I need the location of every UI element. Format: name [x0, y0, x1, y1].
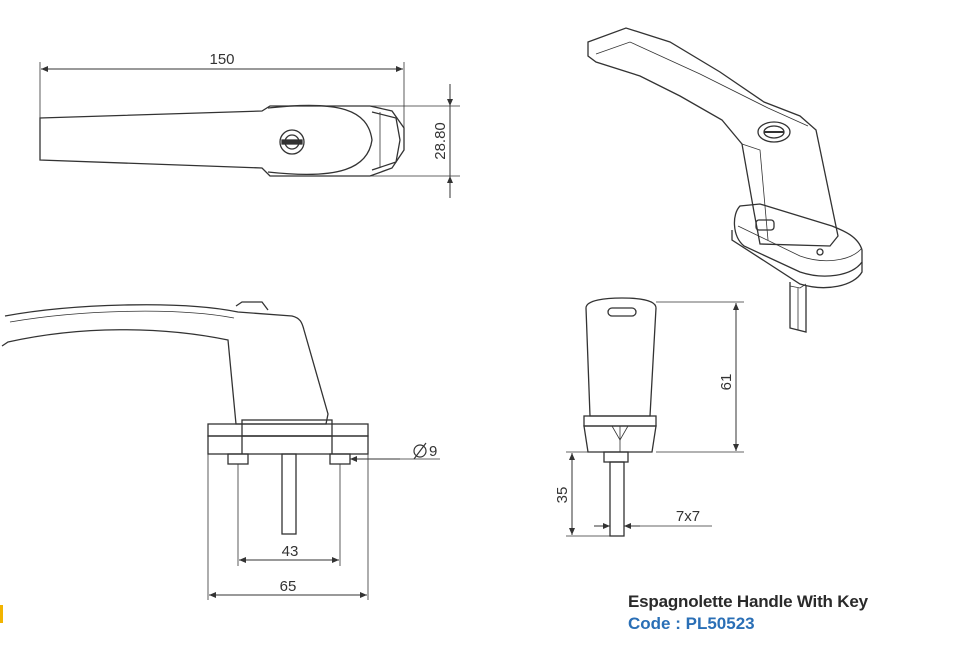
top-view [39, 62, 460, 198]
dim-total-height: 61 [718, 374, 735, 391]
isometric-view [587, 27, 863, 333]
dim-length: 150 [209, 51, 234, 68]
dim-spindle-section: 7x7 [676, 508, 700, 525]
product-code: Code : PL50523 [628, 614, 755, 633]
front-view [566, 297, 744, 537]
dim-spindle-diameter: 9 [413, 442, 437, 460]
accent-mark [0, 605, 3, 623]
product-title-block: Espagnolette Handle With Key Code : PL50… [628, 592, 868, 634]
dim-screw-spacing: 43 [282, 543, 299, 560]
dim-spindle-diameter-value: 9 [429, 443, 437, 460]
dim-base-width: 65 [280, 578, 297, 595]
product-name: Espagnolette Handle With Key [628, 592, 868, 611]
dim-spindle-length: 35 [554, 487, 571, 504]
diameter-icon [413, 444, 427, 458]
dim-height: 28.80 [432, 122, 449, 160]
side-view [1, 301, 440, 600]
